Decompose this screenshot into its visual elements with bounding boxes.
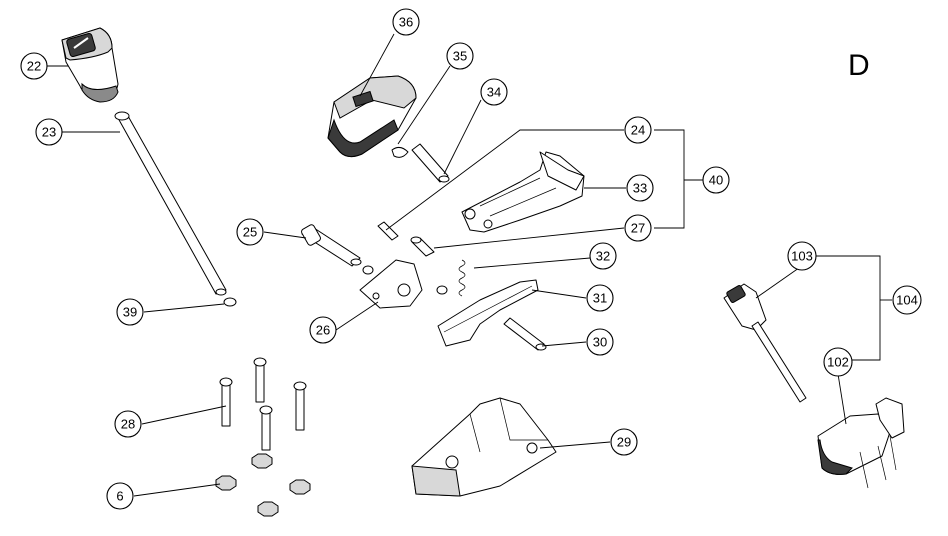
callout-25: 25 — [236, 218, 264, 246]
callout-32: 32 — [589, 242, 617, 270]
part-assembly-102 — [817, 397, 905, 489]
part-ring-b — [436, 285, 448, 295]
part-nuts-6 — [215, 453, 311, 517]
part-spring-32 — [458, 259, 466, 297]
part-pin-30 — [503, 317, 547, 351]
part-rod-23 — [114, 111, 227, 296]
part-cover-36 — [327, 75, 417, 158]
part-latch-31 — [437, 279, 539, 347]
callout-35: 35 — [446, 42, 474, 70]
svg-text:25: 25 — [243, 225, 257, 240]
svg-text:26: 26 — [316, 323, 330, 338]
part-knob-22 — [61, 27, 119, 103]
part-handle-103 — [723, 283, 807, 403]
part-pin-24 — [377, 221, 399, 241]
callout-104: 104 — [892, 285, 922, 315]
svg-text:22: 22 — [27, 59, 41, 74]
svg-text:40: 40 — [709, 173, 723, 188]
svg-text:35: 35 — [453, 49, 467, 64]
svg-text:102: 102 — [827, 355, 849, 370]
callout-40: 40 — [702, 166, 730, 194]
svg-text:32: 32 — [596, 249, 610, 264]
callout-39: 39 — [116, 298, 144, 326]
part-ring-39 — [223, 297, 237, 307]
svg-text:24: 24 — [631, 123, 645, 138]
svg-text:39: 39 — [123, 305, 137, 320]
svg-text:31: 31 — [593, 291, 607, 306]
svg-text:6: 6 — [116, 489, 123, 504]
callout-24: 24 — [624, 116, 652, 144]
svg-text:23: 23 — [42, 125, 56, 140]
svg-text:27: 27 — [631, 221, 645, 236]
svg-text:33: 33 — [633, 181, 647, 196]
callout-34: 34 — [480, 78, 508, 106]
callout-36: 36 — [392, 8, 420, 36]
svg-text:104: 104 — [896, 293, 918, 308]
part-pin-34 — [411, 143, 450, 183]
svg-text:36: 36 — [399, 15, 413, 30]
callout-33: 33 — [626, 174, 654, 202]
part-bolts-28 — [219, 357, 307, 451]
callout-31: 31 — [586, 284, 614, 312]
callout-27: 27 — [624, 214, 652, 242]
svg-text:28: 28 — [121, 417, 135, 432]
callout-6: 6 — [106, 482, 134, 510]
part-clip-35 — [391, 146, 409, 158]
svg-text:29: 29 — [617, 435, 631, 450]
callout-103: 103 — [787, 241, 817, 271]
part-bushing-27 — [410, 236, 435, 257]
svg-text:34: 34 — [487, 85, 501, 100]
view-letter: D — [848, 49, 870, 82]
leader-lines — [47, 33, 892, 497]
part-shaft-25 — [301, 224, 362, 267]
callout-26: 26 — [309, 316, 337, 344]
callout-30: 30 — [586, 328, 614, 356]
part-base-29 — [411, 397, 557, 497]
part-bracket-33 — [461, 151, 585, 233]
callout-102: 102 — [823, 347, 853, 377]
svg-text:103: 103 — [791, 249, 813, 264]
callout-29: 29 — [610, 428, 638, 456]
svg-text:30: 30 — [593, 335, 607, 350]
callout-28: 28 — [114, 410, 142, 438]
callout-23: 23 — [35, 118, 63, 146]
part-lever-26 — [359, 259, 423, 309]
part-ring-a — [362, 265, 374, 275]
callout-22: 22 — [20, 52, 48, 80]
